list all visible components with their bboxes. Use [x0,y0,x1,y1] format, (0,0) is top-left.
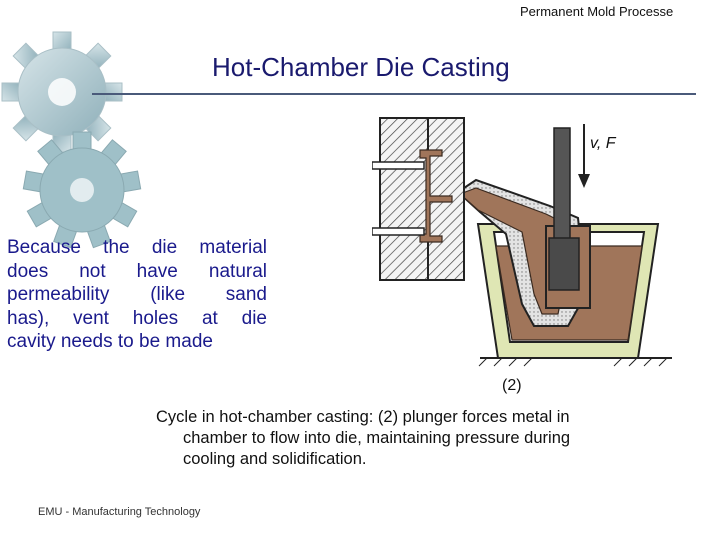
left-text-line: Because the die material [7,237,267,258]
gear-icon [1,31,123,153]
footer-text: EMU - Manufacturing Technology [38,506,201,518]
plunger-rod [553,127,571,241]
title-divider [92,93,696,95]
gear-icon [22,131,142,249]
step-label: (2) [502,377,522,394]
die-fixed-half [379,117,429,281]
left-text-line: has), vent holes at die [7,307,267,329]
hot-chamber-diagram: v, F (2) [372,117,672,394]
caption-line: chamber to flow into die, maintaining pr… [183,429,571,447]
ejector-pins [372,161,425,236]
left-text-line: does not have natural [7,260,267,282]
plunger-head [548,237,580,291]
left-text-block: Because the die material does not have n… [7,236,267,354]
force-arrow-head [578,174,590,188]
metal-channel [458,187,563,315]
force-label: v, F [590,135,617,152]
ground [478,357,672,367]
slide-title: Hot-Chamber Die Casting [212,52,510,82]
left-text-line: permeability (like sand [7,284,267,305]
gears-graphic [1,31,142,249]
caption-line: cooling and solidification. [183,450,367,468]
left-text-line: cavity needs to be made [7,331,213,352]
figure-caption: Cycle in hot‑chamber casting: (2) plunge… [156,407,676,470]
caption-line: Cycle in hot‑chamber casting: (2) plunge… [156,408,570,426]
header-note: Permanent Mold Processe [520,4,674,19]
die-cavity [419,149,453,243]
